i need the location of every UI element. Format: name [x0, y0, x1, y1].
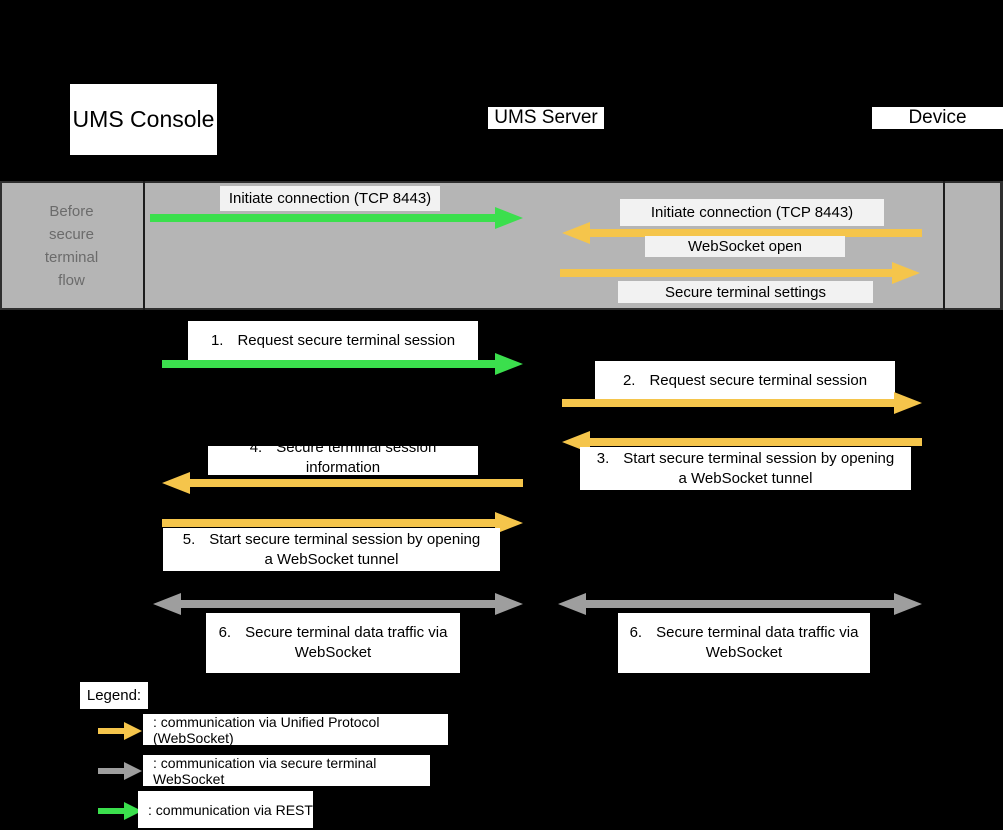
band-divider-console-column: [143, 181, 145, 310]
arrow-step5-console-to-server: [162, 511, 523, 535]
legend-rest-arrow-icon: [98, 801, 142, 821]
actor-device-label: Device: [908, 107, 967, 128]
arrow-bar: [162, 360, 495, 368]
band-divider-device-column: [943, 181, 945, 310]
arrow-step6-server-device-bidirectional: [558, 592, 922, 616]
band-row-label: Before secure terminal flow: [44, 203, 99, 289]
step6-right-text-block: 6. Secure terminal data traffic via WebSo…: [618, 623, 870, 663]
step2-text-block: 2. Request secure terminal session: [595, 371, 895, 391]
legend-item-unified-protocol: : communication via Unified Protocol (We…: [143, 713, 448, 746]
band-msg-text: Secure terminal settings: [665, 283, 826, 301]
actor-ums-console: UMS Console: [70, 84, 217, 155]
step2-number: 2.: [622, 372, 636, 389]
step6-right-text: Secure terminal data traffic via WebSock…: [656, 624, 859, 661]
arrow-bar: [590, 229, 922, 237]
step6-right-label: 6. Secure terminal data traffic via WebSo…: [618, 613, 870, 673]
step1-text-block: 1. Request secure terminal session: [188, 331, 478, 351]
band-msg-text: Initiate connection (TCP 8443): [228, 190, 432, 207]
arrow-initiate-connection-console-to-server: [150, 206, 523, 230]
step4-label: 4. Secure terminal session information: [208, 446, 478, 475]
legend-item-rest: : communication via REST: [138, 791, 313, 828]
actor-device: Device: [872, 107, 1003, 129]
legend-secure-terminal-arrow-icon: [98, 761, 142, 781]
arrow-bar: [562, 399, 894, 407]
legend-item-secure-terminal: : communication via secure terminal WebS…: [143, 754, 430, 787]
step4-number: 4.: [249, 446, 263, 456]
arrow-head-right-icon: [124, 722, 142, 740]
arrow-head-right-icon: [124, 802, 142, 820]
arrow-bar: [98, 768, 124, 774]
step6-left-text-block: 6. Secure terminal data traffic via WebSo…: [206, 623, 460, 663]
legend-item-unified-protocol-text: : communication via Unified Protocol (We…: [153, 713, 380, 746]
step5-label: 5. Start secure terminal session by openi…: [163, 528, 500, 571]
arrow-head-left-icon: [562, 222, 590, 244]
step2-text: Request secure terminal session: [649, 372, 868, 389]
step6-left-text: Secure terminal data traffic via WebSock…: [245, 624, 448, 661]
step5-text-block: 5. Start secure terminal session by openi…: [163, 530, 500, 570]
step6-left-label: 6. Secure terminal data traffic via WebSo…: [206, 613, 460, 673]
step6-right-number: 6.: [629, 624, 643, 641]
actor-ums-server: UMS Server: [488, 107, 604, 129]
arrow-step1-console-to-server: [162, 352, 523, 376]
arrow-head-left-icon: [162, 472, 190, 494]
arrow-head-right-icon: [894, 593, 922, 615]
band-msg-secure-terminal-settings: Secure terminal settings: [618, 281, 873, 303]
step3-label: 3. Start secure terminal session by openi…: [580, 447, 911, 490]
step3-number: 3.: [596, 449, 610, 467]
arrow-bar: [181, 600, 495, 608]
arrow-head-right-icon: [892, 262, 920, 284]
band-msg-websocket-open: WebSocket open: [645, 236, 845, 257]
arrow-head-right-icon: [894, 392, 922, 414]
legend-item-rest-text: : communication via REST: [148, 801, 313, 818]
arrow-bar: [586, 600, 894, 608]
arrow-step4-server-to-console: [162, 471, 523, 495]
step1-text: Request secure terminal session: [237, 332, 456, 349]
arrow-head-right-icon: [495, 353, 523, 375]
band-msg-initiate-connection-console: Initiate connection (TCP 8443): [220, 186, 440, 211]
step1-label: 1. Request secure terminal session: [188, 321, 478, 361]
actor-ums-console-label: UMS Console: [72, 106, 215, 132]
arrow-bar: [590, 438, 922, 446]
arrow-head-right-icon: [124, 762, 142, 780]
arrow-head-left-icon: [153, 593, 181, 615]
band-msg-text: WebSocket open: [688, 238, 802, 255]
arrow-head-right-icon: [495, 593, 523, 615]
step5-text: Start secure terminal session by opening…: [209, 530, 481, 568]
arrow-step6-console-server-bidirectional: [153, 592, 523, 616]
legend-unified-protocol-arrow-icon: [98, 721, 142, 741]
step2-label: 2. Request secure terminal session: [595, 361, 895, 401]
step3-text-block: 3. Start secure terminal session by openi…: [580, 449, 911, 489]
arrow-head-left-icon: [558, 593, 586, 615]
step5-number: 5.: [182, 530, 196, 548]
arrow-secure-settings-server-to-device: [560, 261, 920, 285]
step1-number: 1.: [210, 332, 224, 349]
legend-title: Legend:: [80, 682, 148, 709]
arrow-head-right-icon: [495, 207, 523, 229]
legend-item-secure-terminal-text: : communication via secure terminal WebS…: [153, 754, 377, 787]
step6-left-number: 6.: [218, 624, 232, 641]
step3-text: Start secure terminal session by opening…: [623, 449, 895, 487]
arrow-bar: [98, 728, 124, 734]
arrow-step2-server-to-device: [562, 391, 922, 415]
arrow-bar: [98, 808, 124, 814]
arrow-bar: [190, 479, 523, 487]
arrow-bar: [162, 519, 495, 527]
band-msg-initiate-connection-device: Initiate connection (TCP 8443): [620, 199, 884, 226]
step4-text-block: 4. Secure terminal session information: [208, 446, 478, 475]
arrow-bar: [560, 269, 892, 277]
step4-text: Secure terminal session information: [276, 446, 437, 475]
band-msg-text: Initiate connection (TCP 8443): [650, 204, 854, 221]
actor-ums-server-label: UMS Server: [494, 107, 598, 128]
legend-title-text: Legend:: [86, 687, 142, 704]
arrow-initiate-connection-device-to-server: [562, 221, 922, 245]
arrow-bar: [150, 214, 495, 222]
arrow-head-right-icon: [495, 512, 523, 534]
